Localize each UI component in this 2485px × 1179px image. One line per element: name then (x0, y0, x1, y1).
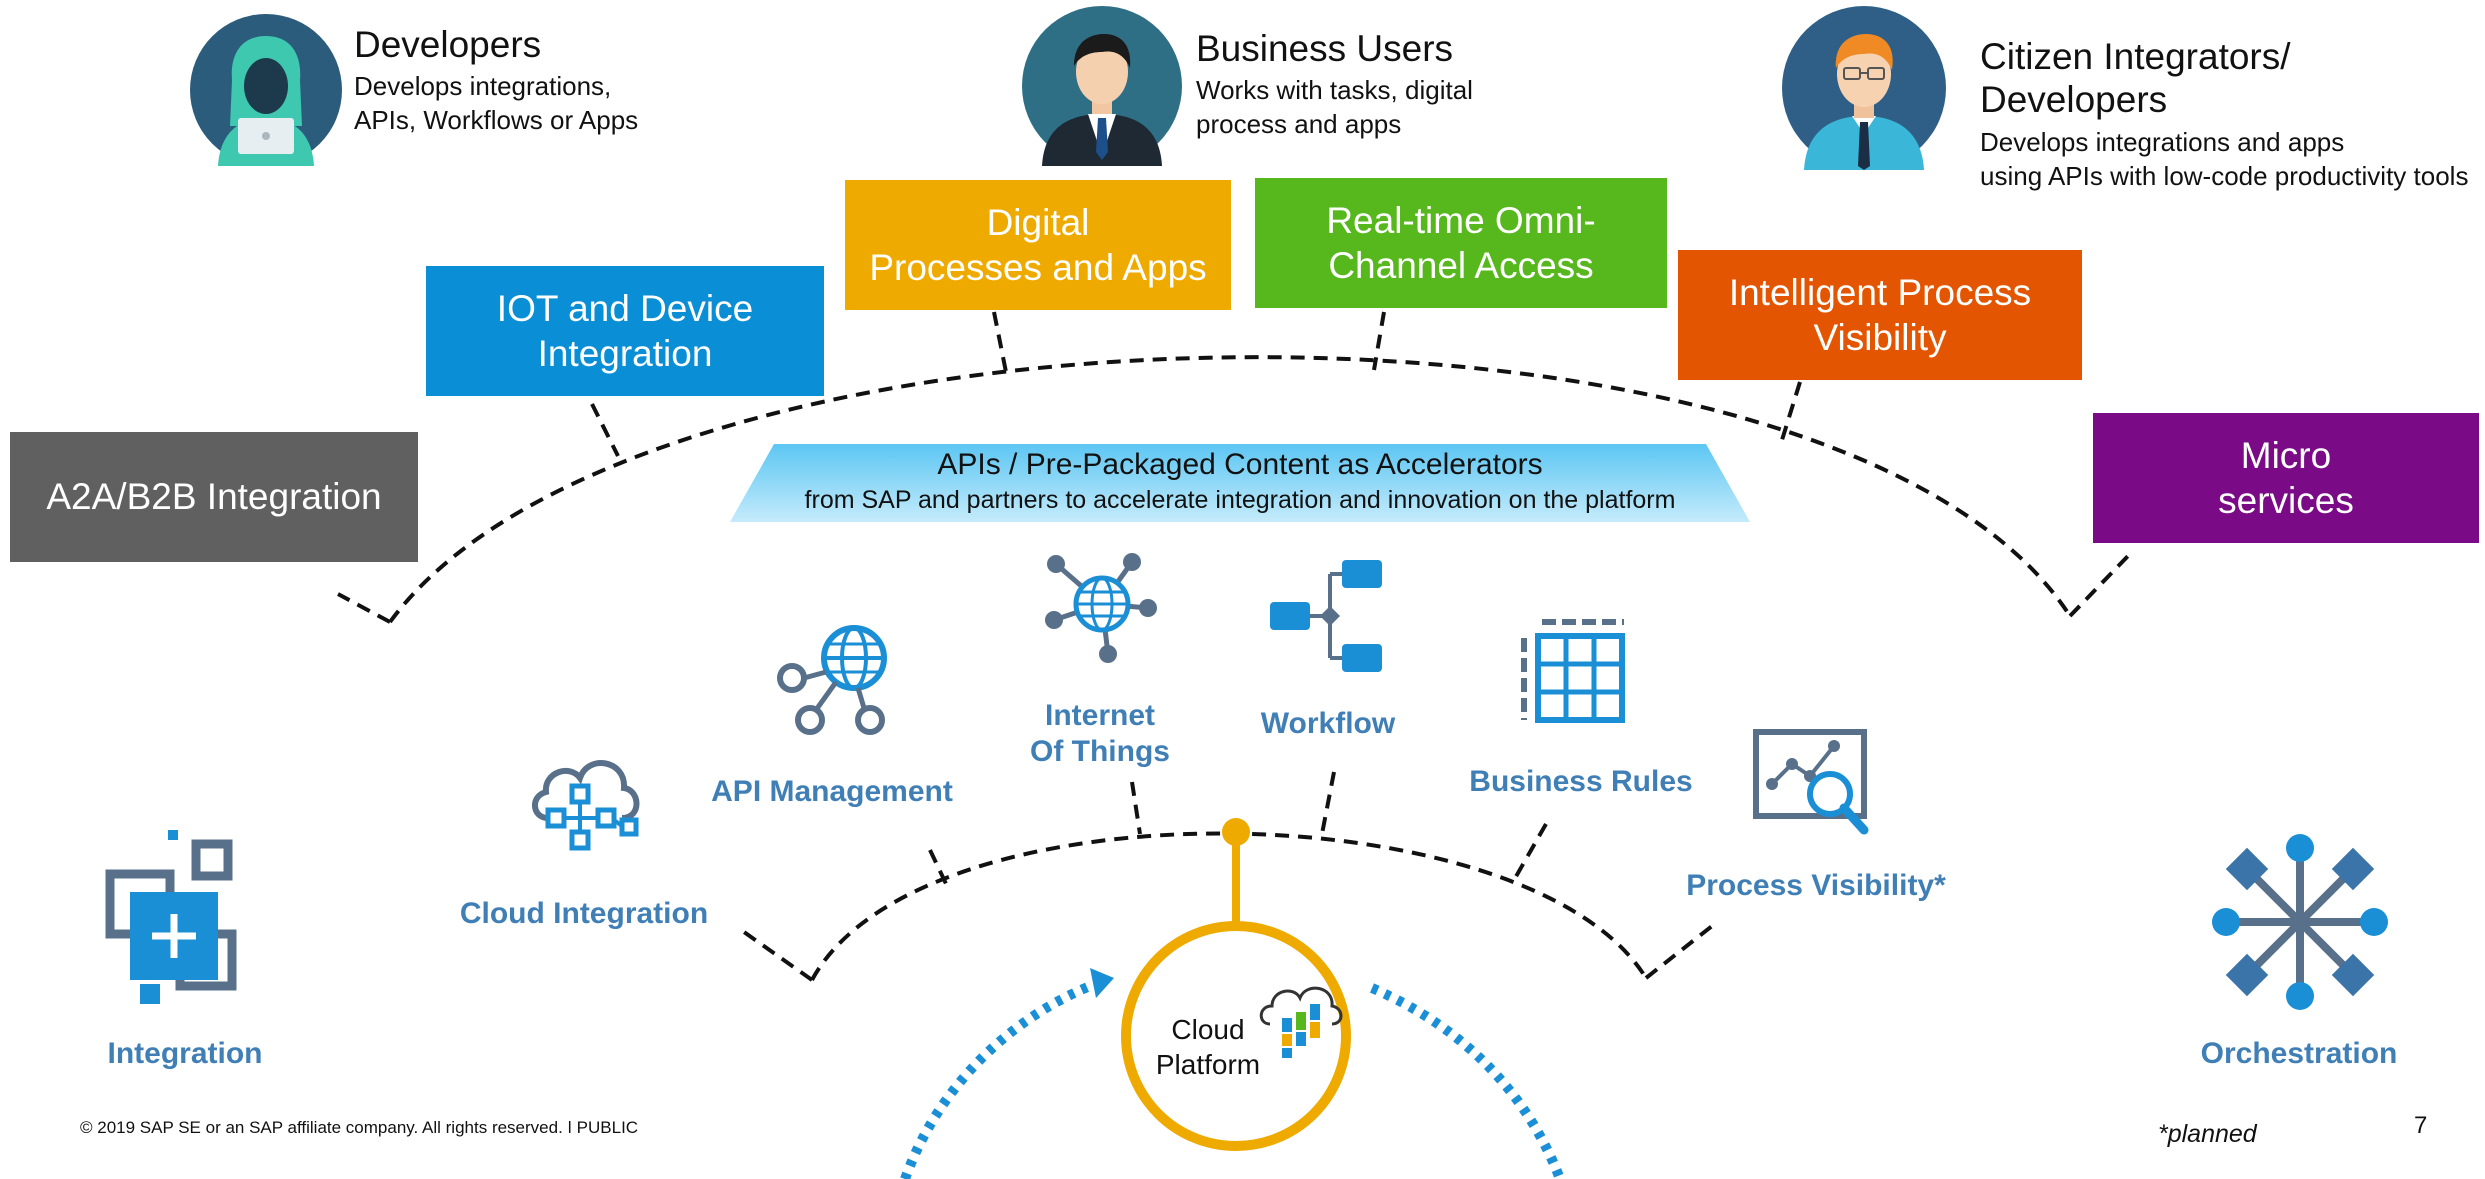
caption-orchestration: Orchestration (2200, 1037, 2398, 1070)
cloud-platform-line: Cloud (1171, 1014, 1245, 1045)
caption-integration: Integration (107, 1037, 263, 1070)
api-management-icon (777, 625, 887, 735)
connector-workflow (1320, 771, 1336, 835)
caption-process-visibility: Process Visibility* (1686, 869, 1946, 902)
banner-title: APIs / Pre-Packaged Content as Accelerat… (937, 448, 1543, 481)
persona-description-line: process and apps (1196, 108, 1402, 139)
persona-description-line: APIs, Workflows or Apps (354, 104, 639, 135)
inner-arc-left-end (742, 930, 814, 982)
connector-digital-box (992, 311, 1008, 373)
inner-arc-right-end (1644, 924, 1714, 980)
persona-title: Developers (354, 24, 542, 65)
planned-footnote: *planned (2158, 1120, 2257, 1148)
copyright-footer: © 2019 SAP SE or an SAP affiliate compan… (80, 1118, 639, 1137)
banner-subtitle: from SAP and partners to accelerate inte… (804, 486, 1676, 514)
cloud-platform-line: Platform (1155, 1049, 1261, 1080)
persona-description-line: Develops integrations and apps (1980, 127, 2345, 157)
banner-shape (730, 444, 1750, 522)
caption-workflow: Workflow (1260, 707, 1396, 740)
platform-ring (1121, 921, 1351, 1151)
persona-title: Business Users (1196, 28, 1454, 69)
process-visibility-icon (1753, 729, 1869, 835)
caption-business-rules: Business Rules (1469, 765, 1693, 798)
box-digital-processes: Digital Processes and Apps (845, 180, 1231, 310)
box-intelligent-process-visibility: Intelligent Process Visibility (1678, 250, 2082, 380)
inner-dashed-arc (810, 831, 1648, 981)
persona-description-line: using APIs with low-code productivity to… (1980, 160, 2469, 191)
persona-title: Citizen Integrators/ Developers (1980, 36, 2291, 121)
box-microservices: Micro services (2093, 413, 2479, 543)
outer-arc-left-end (337, 592, 391, 624)
dotted-arc-left (900, 975, 1108, 1179)
cloud-platform-label: Cloud Platform (1148, 1012, 1268, 1082)
outer-arc-right-end (2068, 554, 2130, 618)
caption-api-management: API Management (711, 775, 953, 808)
dotted-arc-right (1370, 983, 1565, 1179)
persona-title-line: Developers (1980, 78, 2168, 120)
persona-description-line: Develops integrations, (354, 71, 612, 101)
workflow-icon (1270, 560, 1382, 672)
connector-business-rules (1512, 823, 1548, 881)
persona-description: Works with tasks, digital process and ap… (1196, 74, 1473, 142)
connector-intelligent-box (1780, 381, 1802, 441)
persona-description-line: Works with tasks, digital (1196, 75, 1473, 105)
connector-iot-box (590, 403, 620, 457)
business-user-avatar-icon (1022, 6, 1182, 166)
caption-internet-of-things: Internet Of Things (1030, 699, 1170, 768)
citizen-integrator-avatar-icon (1782, 6, 1946, 170)
connector-api-management (928, 849, 950, 889)
persona-description: Develops integrations and apps using API… (1980, 126, 2468, 194)
integration-icon (105, 830, 237, 1004)
dotted-arrow-head (1090, 968, 1114, 998)
outer-dashed-arc (388, 355, 2072, 624)
page-number: 7 (2414, 1112, 2428, 1139)
cloud-integration-icon (532, 760, 640, 851)
business-rules-icon (1521, 619, 1625, 723)
platform-pin-head (1222, 818, 1250, 846)
connector-realtime-box (1372, 311, 1386, 371)
persona-description: Develops integrations, APIs, Workflows o… (354, 70, 638, 138)
orchestration-icon (2212, 834, 2388, 1010)
box-realtime-omnichannel: Real-time Omni- Channel Access (1255, 178, 1667, 308)
developer-avatar-icon (190, 14, 342, 166)
accelerators-banner: APIs / Pre-Packaged Content as Accelerat… (730, 444, 1750, 522)
box-a2a-b2b-integration: A2A/B2B Integration (10, 432, 418, 562)
iot-globe-icon (1045, 553, 1157, 663)
connector-iot (1130, 781, 1142, 835)
persona-title-line: Citizen Integrators/ (1980, 36, 2291, 77)
box-iot-device-integration: IOT and Device Integration (426, 266, 824, 396)
cloud-platform-icon (1259, 986, 1343, 1058)
caption-cloud-integration: Cloud Integration (459, 897, 709, 930)
